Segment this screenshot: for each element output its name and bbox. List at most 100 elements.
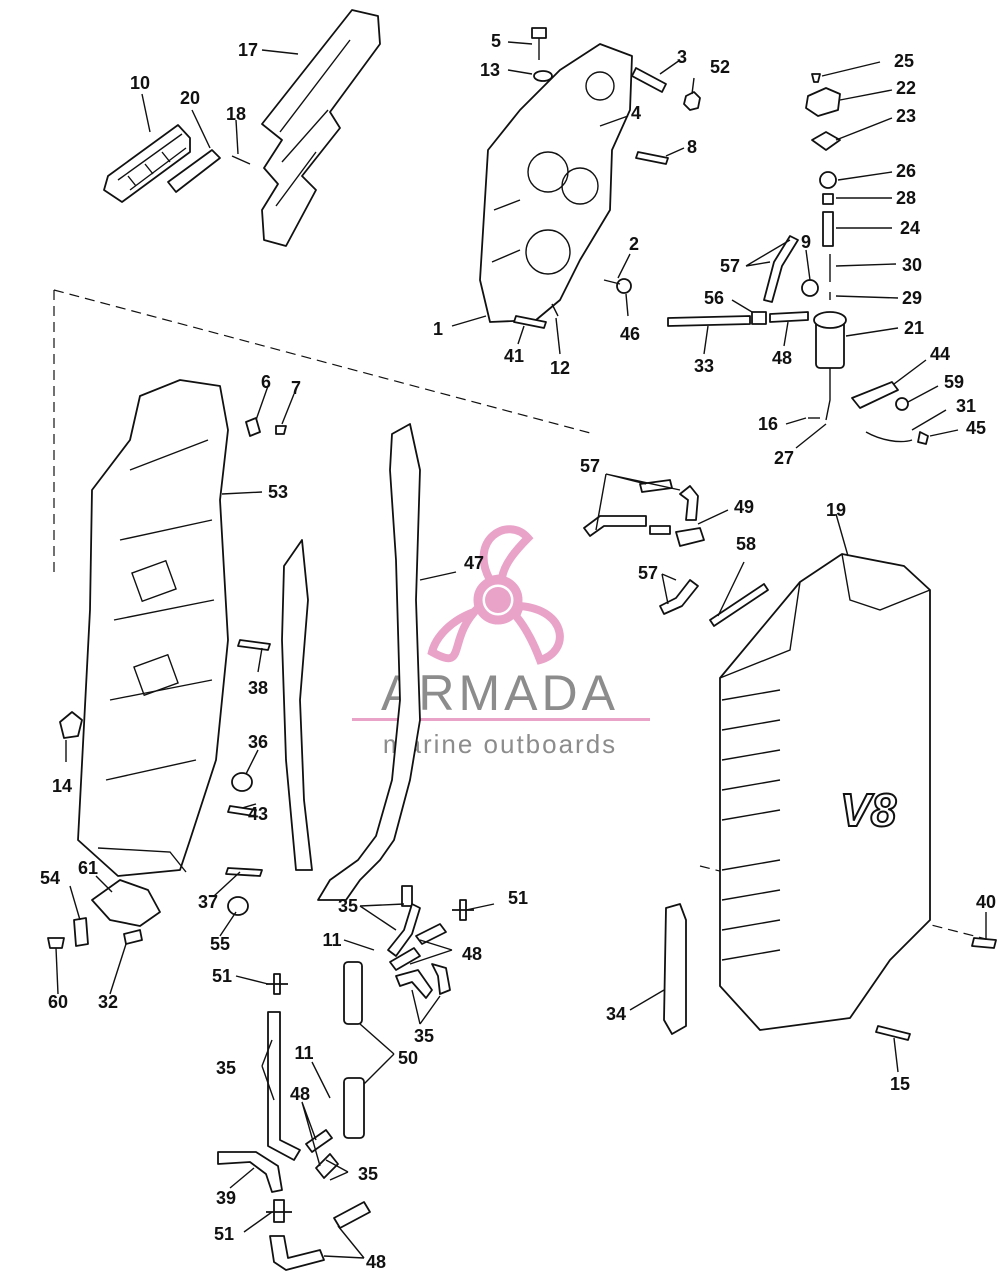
callout-54: 54 [40, 868, 60, 888]
intake-manifold-gasket [261, 9, 381, 247]
callout-53: 53 [268, 482, 288, 502]
callout-11-lower: 11 [294, 1043, 313, 1063]
callout-50: 50 [398, 1048, 418, 1068]
callout-35-left: 35 [216, 1058, 236, 1078]
bolt-15 [875, 1025, 911, 1041]
bracket-61 [91, 879, 161, 927]
callout-31: 31 [956, 396, 976, 416]
callout-9: 9 [801, 232, 811, 252]
callout-28: 28 [896, 188, 916, 208]
lead-31 [865, 431, 913, 443]
screw-25 [811, 73, 821, 83]
callout-22: 22 [896, 78, 916, 98]
washer-13 [533, 70, 553, 82]
callout-21: 21 [904, 318, 924, 338]
bolt-38 [237, 639, 271, 651]
callout-33: 33 [694, 356, 714, 376]
rod-58 [709, 583, 769, 627]
callout-48-bottom: 48 [366, 1252, 386, 1272]
bracket-44 [851, 381, 899, 409]
callout-43: 43 [248, 804, 268, 824]
callout-49: 49 [734, 497, 754, 517]
screw-41 [513, 315, 547, 329]
callout-35-upper: 35 [338, 896, 358, 916]
bearing-housing [479, 43, 633, 323]
hose-57-upper [763, 235, 799, 303]
bolt-37 [225, 867, 263, 877]
screw-7 [275, 425, 287, 435]
exhaust-cover: V8 [719, 553, 931, 1031]
callout-27: 27 [774, 448, 794, 468]
callout-24: 24 [900, 218, 920, 238]
bracket-6 [245, 417, 261, 437]
screw-18 [231, 155, 251, 165]
solenoid-body-21 [813, 311, 847, 421]
callout-12: 12 [550, 358, 570, 378]
alignment-dashes-upper [53, 289, 595, 578]
callout-48-lower: 48 [290, 1084, 310, 1104]
plate-23 [811, 131, 841, 151]
callout-61: 61 [78, 858, 98, 878]
callout-6: 6 [261, 372, 271, 392]
callout-13: 13 [480, 60, 500, 80]
nut-52 [683, 91, 701, 111]
callout-3: 3 [677, 47, 687, 67]
exhaust-gasket-outer [317, 423, 421, 901]
callout-57-middle: 57 [580, 456, 600, 476]
callout-32: 32 [98, 992, 118, 1012]
cover-badge: V8 [840, 784, 897, 836]
callout-37: 37 [198, 892, 218, 912]
callout-60: 60 [48, 992, 68, 1012]
callout-48-middle: 48 [462, 944, 482, 964]
watermark-tagline: marine outboards [383, 729, 617, 759]
grommet-36 [231, 772, 253, 792]
stud-3 [631, 67, 667, 93]
screw-2 [603, 279, 621, 285]
callout-10: 10 [130, 73, 150, 93]
callout-7: 7 [291, 378, 301, 398]
screw-32 [123, 929, 143, 945]
armada-watermark: ARMADA marine outboards [352, 525, 650, 759]
screw-45 [917, 431, 929, 445]
callout-19: 19 [826, 500, 846, 520]
callout-36: 36 [248, 732, 268, 752]
screw-12 [551, 303, 559, 317]
reed-plate-gasket [167, 149, 221, 193]
callout-1: 1 [433, 319, 443, 339]
callout-labels: 5 13 3 52 4 8 17 10 20 18 2 46 1 41 12 2… [40, 31, 996, 1272]
hose-48-upper [769, 311, 809, 323]
lower-hose-assembly [217, 885, 474, 1271]
callout-52: 52 [710, 57, 730, 77]
bolt-40 [971, 937, 997, 949]
clip-14 [59, 711, 83, 739]
callout-15: 15 [890, 1074, 910, 1094]
solenoid-22 [805, 87, 841, 117]
callout-48-upper: 48 [772, 348, 792, 368]
connector-56 [751, 311, 767, 325]
watermark-underline [352, 718, 650, 721]
spring-28 [822, 193, 834, 205]
callout-23: 23 [896, 106, 916, 126]
callout-14: 14 [52, 776, 72, 796]
callout-45: 45 [966, 418, 986, 438]
screw-8 [635, 151, 669, 165]
callout-16: 16 [758, 414, 778, 434]
callout-46: 46 [620, 324, 640, 344]
cap-26 [819, 171, 837, 189]
bracket-34 [663, 903, 687, 1035]
callout-4: 4 [631, 103, 641, 123]
clamp-9 [801, 279, 819, 297]
bolt-43 [227, 805, 257, 817]
callout-57-lower: 57 [638, 563, 658, 583]
callout-5: 5 [491, 31, 501, 51]
callout-25: 25 [894, 51, 914, 71]
callout-20: 20 [180, 88, 200, 108]
reed-valve-assembly [103, 124, 191, 203]
callout-59: 59 [944, 372, 964, 392]
callout-17: 17 [238, 40, 258, 60]
callout-40: 40 [976, 892, 996, 912]
callout-51-middle: 51 [212, 966, 232, 986]
plug-46 [616, 278, 632, 294]
callout-56: 56 [704, 288, 724, 308]
